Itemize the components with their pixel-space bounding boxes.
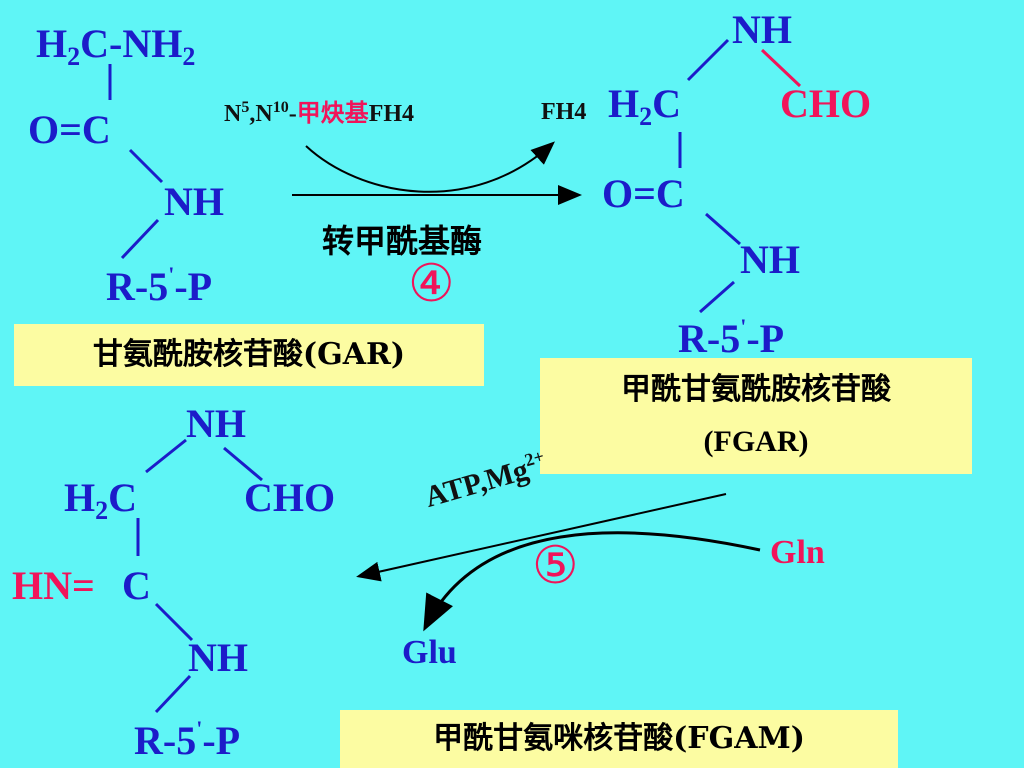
gar-bond-3: [120, 218, 160, 260]
fgar-h2c: H2C: [608, 81, 682, 131]
fgam-nh: NH: [188, 635, 248, 680]
fgam-cho: CHO: [244, 475, 336, 520]
gar-carbonyl: O=C: [28, 107, 111, 152]
fgar-bond-1: [686, 38, 730, 82]
fgar-cho: CHO: [780, 81, 872, 126]
reaction5-main-arrow: [356, 493, 727, 582]
reaction4-cofactor: N5,N10-甲炔基FH4: [224, 98, 415, 127]
fgar-carbonyl: O=C: [602, 171, 685, 216]
reaction5-gln-glu-arrow: [423, 531, 761, 632]
reaction5-glu: Glu: [402, 634, 457, 671]
gar-ribose-phosphate: R-5'-P: [106, 262, 213, 309]
reaction4-product-cofactor: FH4: [541, 99, 587, 125]
fgar-bond-4: [699, 280, 735, 314]
fgam-imine: HN=: [12, 563, 95, 608]
reaction4-enzyme: 转甲酰基酶: [322, 222, 483, 260]
fgam-bond-4: [154, 674, 192, 714]
fgar-bond-3: [705, 212, 741, 246]
fgam-label: 甲酰甘氨咪核苷酸(FGAM): [340, 710, 898, 768]
gar-ch2nh2: H2C-NH2: [36, 21, 196, 71]
fgar-label-line1: 甲酰甘氨酰胺核苷酸: [621, 372, 891, 407]
fgam-bond-1: [145, 438, 187, 474]
fgam-carbon: C: [122, 563, 151, 608]
fgar-label: 甲酰甘氨酰胺核苷酸 (FGAR): [540, 358, 972, 474]
reaction5-gln: Gln: [770, 534, 825, 571]
fgar-bond-cho: [760, 48, 802, 88]
gar-label: 甘氨酰胺核苷酸(GAR): [14, 324, 484, 386]
fgam-nh-top: NH: [186, 401, 246, 446]
fgam-bond-cho: [223, 446, 263, 482]
fgam-bond-3: [154, 602, 194, 642]
fgar-nh: NH: [740, 237, 800, 282]
fgar-ribose-phosphate: R-5'-P: [678, 314, 785, 361]
fgam-h2c: H2C: [64, 475, 138, 525]
fgar-nh-top: NH: [732, 7, 792, 52]
reaction4-step-number: ④: [408, 254, 455, 314]
fgam-ribose-phosphate: R-5'-P: [134, 716, 241, 763]
gar-nh: NH: [164, 179, 224, 224]
fgar-label-line2: (FGAR): [703, 425, 809, 458]
gar-bond-2: [128, 148, 164, 184]
reaction4-cofactor-arrow: [305, 141, 555, 193]
reaction5-step-number: ⑤: [532, 536, 579, 596]
